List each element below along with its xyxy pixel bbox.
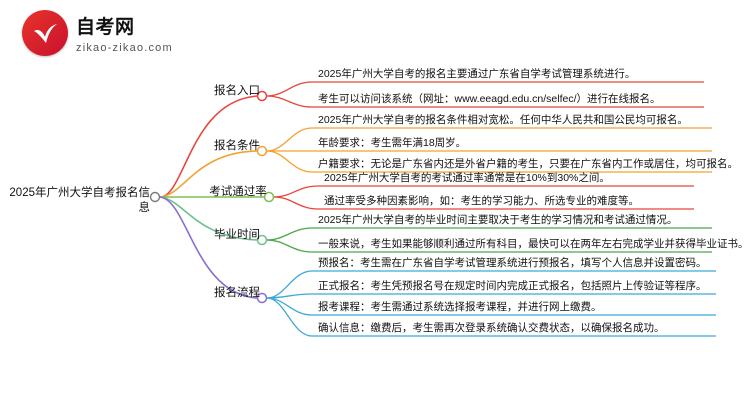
branch-label-4: 报名流程: [214, 287, 260, 299]
check-swoosh-icon: [34, 24, 57, 43]
leaf-3-1: 一般来说，考生如果能够顺利通过所有科目，最快可以在两年左右完成学业并获得毕业证书…: [318, 238, 749, 250]
mindmap-root-label: 2025年广州大学自考报名信息: [9, 187, 150, 214]
branch-label-3: 毕业时间: [214, 229, 260, 241]
leaf-1-2: 户籍要求：无论是广东省内还是外省户籍的考生，只要在广东省内工作或居住，均可报名。: [318, 158, 738, 170]
branch-label-2: 考试通过率: [209, 186, 267, 198]
logo-title: 自考网: [76, 17, 135, 38]
site-logo: 自考网 zikao-zikao.com: [22, 10, 173, 56]
leaf-2-0: 2025年广州大学自考的考试通过率通常是在10%到30%之间。: [324, 172, 610, 184]
leaf-4-0: 预报名：考生需在广东省自学考试管理系统进行预报名，填写个人信息并设置密码。: [318, 257, 707, 269]
leaf-1-0: 2025年广州大学自考的报名条件相对宽松。任何中华人民共和国公民均可报名。: [318, 114, 688, 126]
leaf-4-1: 正式报名：考生凭预报名号在规定时间内完成正式报名，包括照片上传验证等程序。: [318, 280, 707, 292]
leaf-4-3: 确认信息：缴费后，考生需再次登录系统确认交费状态，以确保报名成功。: [318, 322, 665, 334]
leaf-1-1: 年龄要求：考生需年满18周岁。: [318, 137, 467, 149]
leaf-0-0: 2025年广州大学自考的报名主要通过广东省自学考试管理系统进行。: [318, 68, 636, 80]
leaf-4-2: 报考课程：考生需通过系统选择报考课程，并进行网上缴费。: [318, 301, 602, 313]
branch-label-1: 报名条件: [214, 140, 260, 152]
leaf-3-0: 2025年广州大学自考的毕业时间主要取决于考生的学习情况和考试通过情况。: [318, 214, 678, 226]
leaf-2-1: 通过率受多种因素影响，如：考生的学习能力、所选专业的难度等。: [324, 195, 639, 207]
branch-label-0: 报名入口: [214, 85, 260, 97]
logo-subtitle: zikao-zikao.com: [76, 42, 173, 54]
logo-mark-icon: [22, 10, 68, 56]
leaf-0-1: 考生可以访问该系统（网址：www.eeagd.edu.cn/selfec/）进行…: [318, 93, 661, 105]
